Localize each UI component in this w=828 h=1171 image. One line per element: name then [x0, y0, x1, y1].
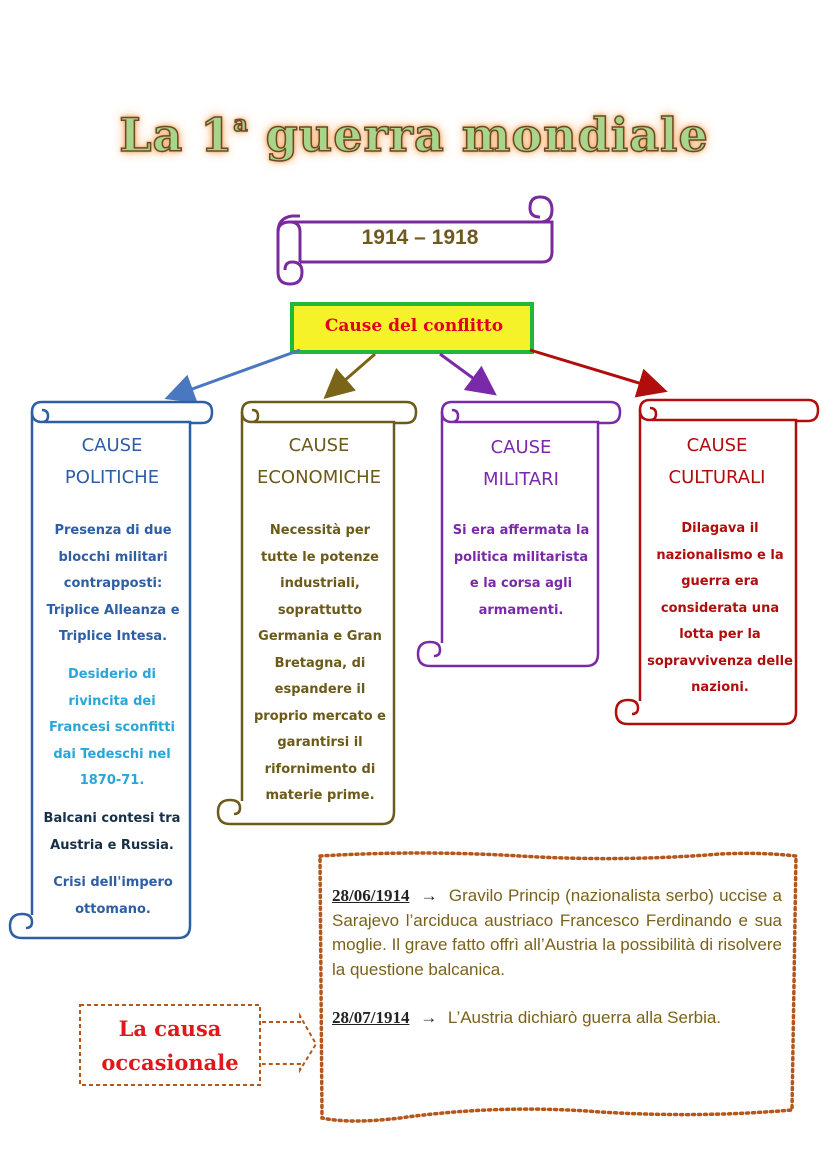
event-arrow-icon: →: [420, 1008, 438, 1027]
culturali-head1: CAUSE: [686, 435, 748, 456]
occasionale-arrow: [262, 1012, 318, 1074]
politiche-head2: POLITICHE: [64, 467, 160, 488]
militari-header: CAUSE MILITARI: [446, 432, 596, 496]
occasionale-box: [79, 1004, 261, 1086]
politiche-head1: CAUSE: [81, 435, 143, 456]
causes-box: [290, 302, 534, 354]
economiche-p1: Necessità per tutte le potenze industria…: [253, 523, 387, 803]
arrow-politiche: [164, 348, 301, 403]
event-text: Gravilo Princip (nazionalista serbo) ucc…: [332, 886, 782, 979]
scroll-economiche: [216, 400, 418, 826]
event-item: 28/07/1914 → L’Austria dichiarò guerra a…: [332, 1006, 782, 1031]
years-label: 1914 – 1918: [361, 226, 479, 249]
events-box: [318, 851, 798, 1123]
events-list: 28/06/1914 → Gravilo Princip (nazionalis…: [332, 884, 782, 1031]
culturali-head2: CULTURALI: [668, 467, 766, 488]
politiche-p1: Presenza di due blocchi militari contrap…: [46, 523, 180, 644]
arrow-culturali: [529, 348, 668, 398]
title-superscript: a: [233, 110, 249, 138]
arrow-militari: [439, 352, 497, 396]
politiche-p3: Balcani contesi tra Austria e Russia.: [43, 811, 181, 853]
economiche-head1: CAUSE: [288, 435, 350, 456]
event-date: 28/07/1914: [332, 1008, 410, 1027]
militari-p1: Si era affermata la politica militarista…: [452, 523, 590, 618]
event-arrow-icon: →: [420, 886, 438, 905]
scroll-militari: [416, 400, 622, 668]
economiche-header: CAUSE ECONOMICHE: [244, 430, 394, 494]
years-scroll: [276, 195, 554, 286]
arrow-economiche: [323, 352, 376, 399]
occasionale-line1: La causa: [118, 1016, 222, 1041]
occasionale-line2: occasionale: [101, 1050, 239, 1075]
economiche-head2: ECONOMICHE: [256, 467, 382, 488]
event-item: 28/06/1914 → Gravilo Princip (nazionalis…: [332, 884, 782, 982]
culturali-p1: Dilagava il nazionalismo e la guerra era…: [647, 521, 793, 695]
scroll-culturali: [614, 398, 820, 726]
politiche-p2: Desiderio di rivincita dei Francesi scon…: [49, 667, 175, 788]
event-text: L’Austria dichiarò guerra alla Serbia.: [447, 1008, 722, 1027]
culturali-header: CAUSE CULTURALI: [642, 430, 792, 494]
title-main-pre: La 1: [118, 107, 234, 163]
politiche-header: CAUSE POLITICHE: [34, 430, 190, 494]
scroll-politiche: [8, 400, 214, 940]
militari-head2: MILITARI: [483, 469, 559, 490]
politiche-p4: Crisi dell'impero ottomano.: [53, 875, 173, 917]
militari-head1: CAUSE: [490, 437, 552, 458]
occasionale-label: La causa occasionale: [80, 1012, 260, 1080]
title-main-post: guerra mondiale: [248, 107, 709, 163]
event-date: 28/06/1914: [332, 886, 410, 905]
page-title: La 1a guerra mondiale: [0, 107, 828, 163]
causes-label: Cause del conflitto: [324, 316, 504, 336]
